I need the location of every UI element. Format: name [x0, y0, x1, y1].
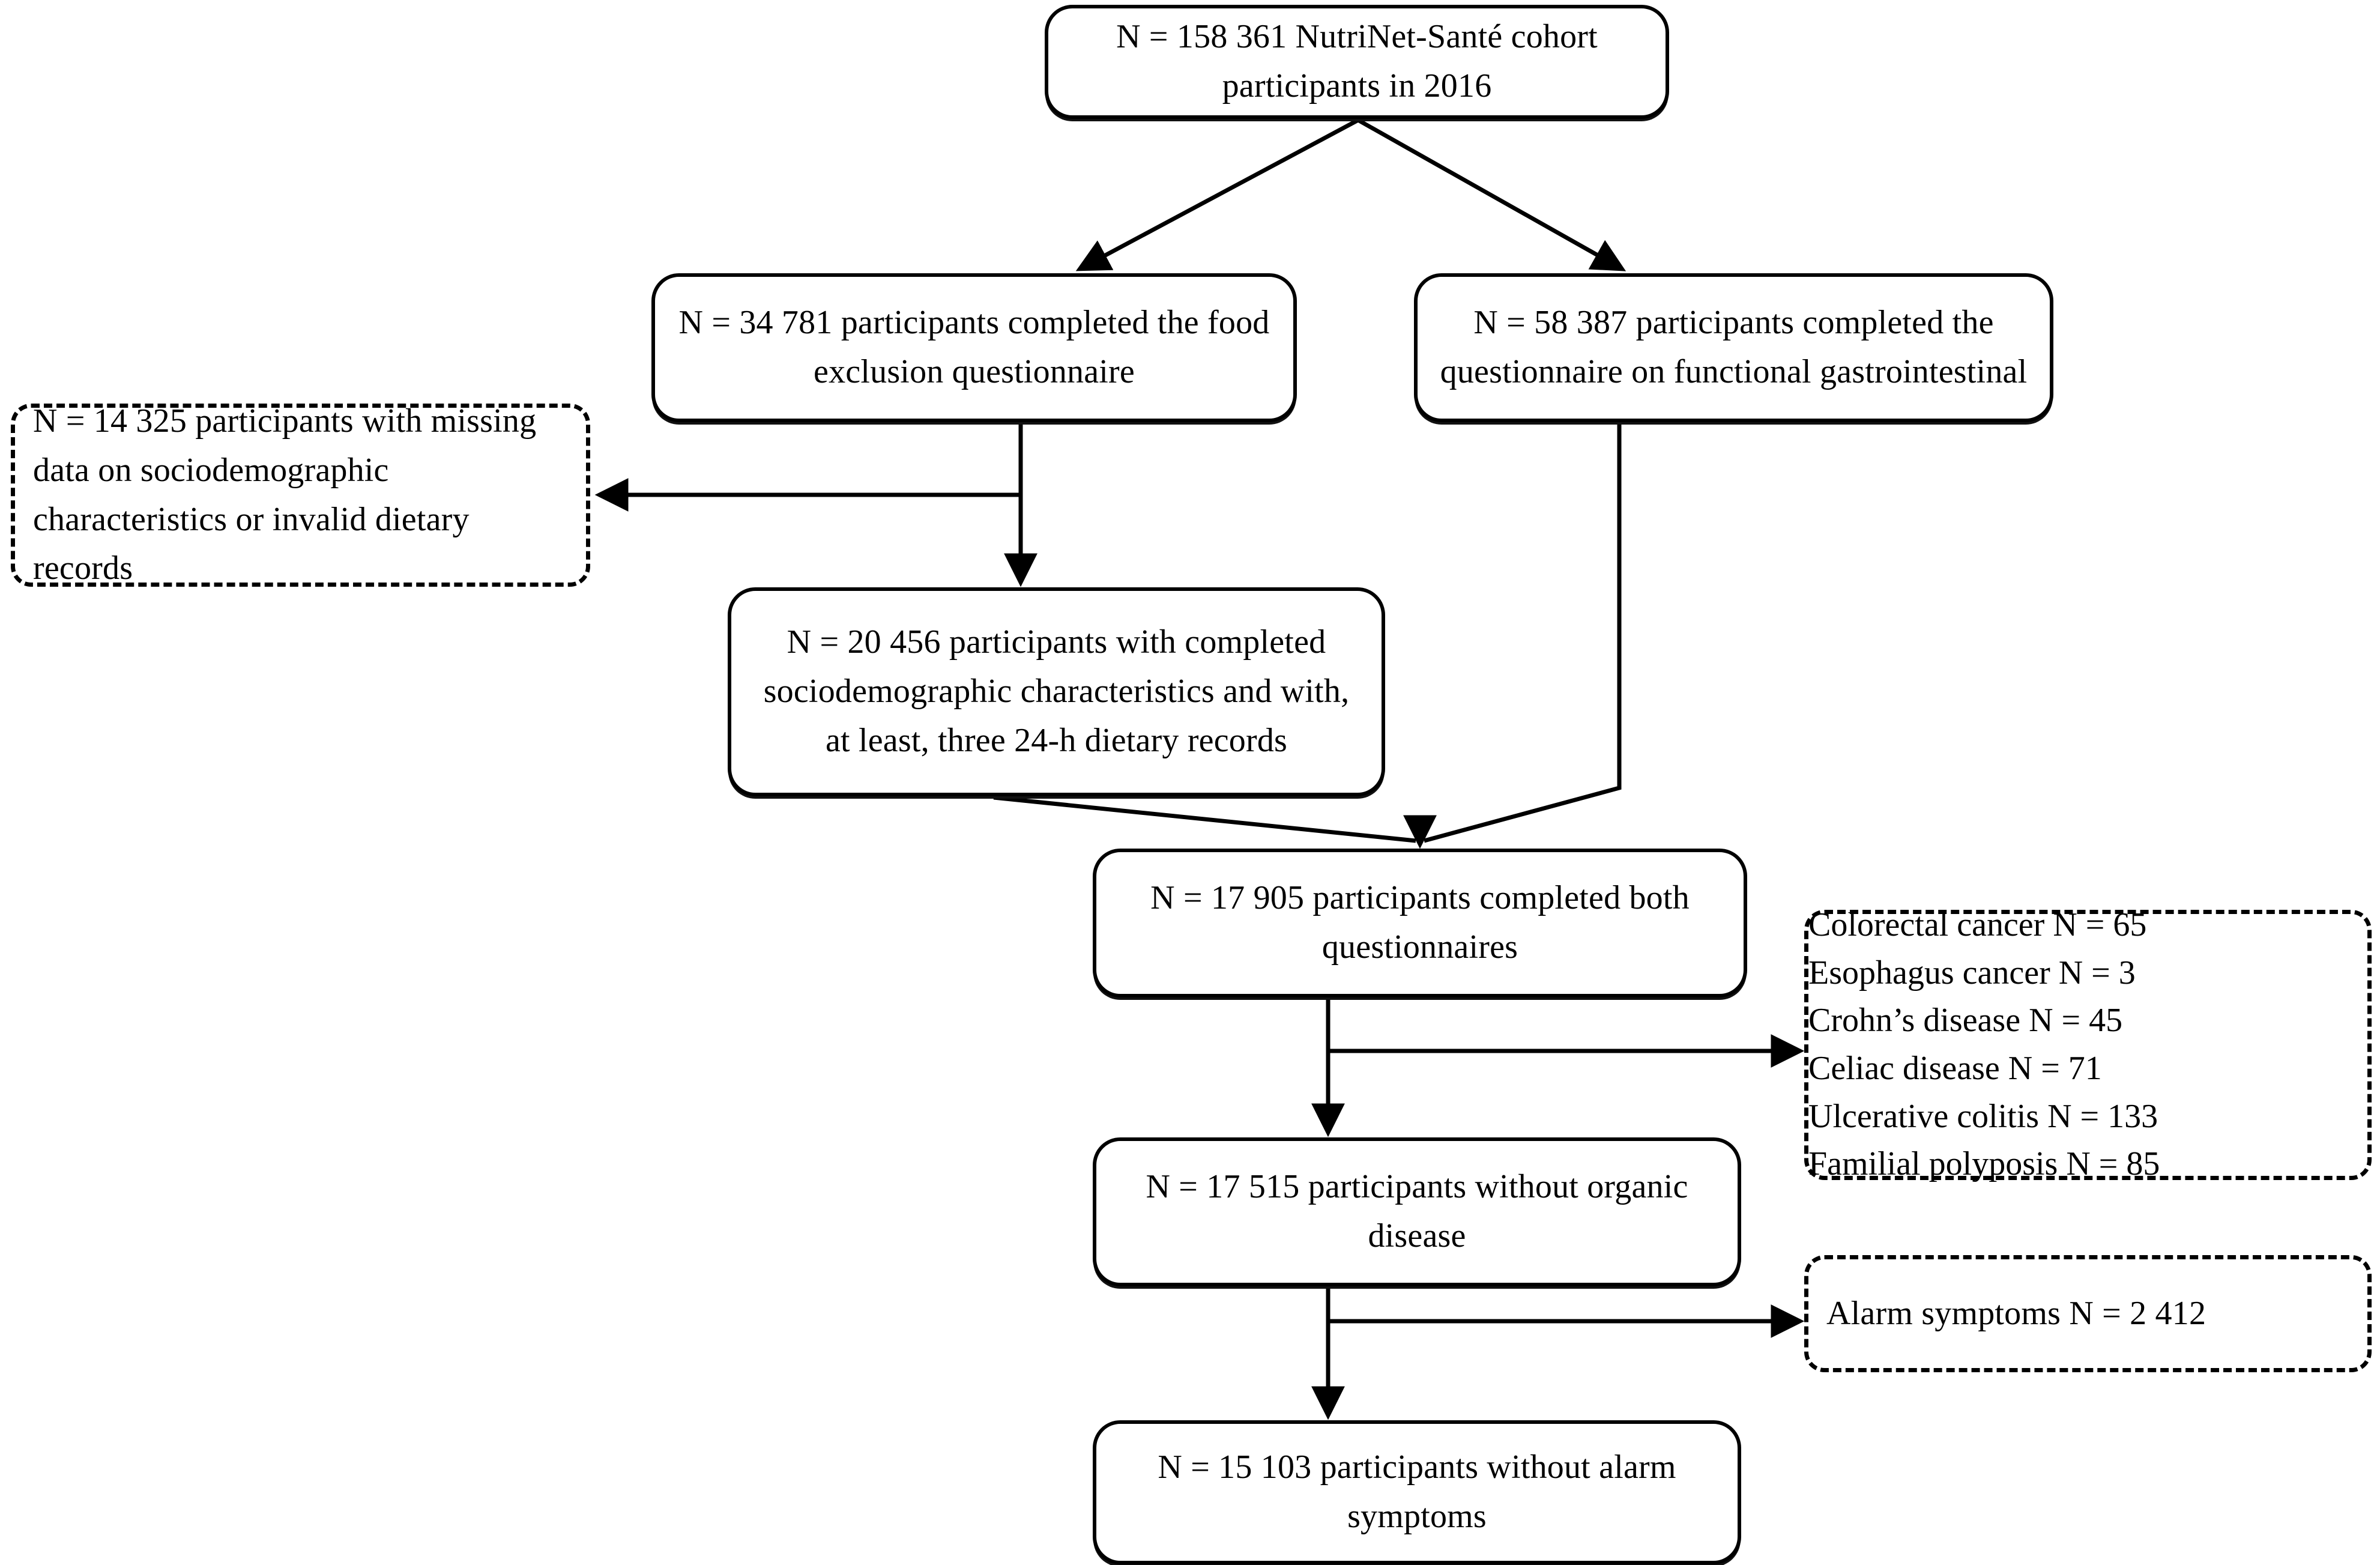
node-alarm-symptoms-text: Alarm symptoms N = 2 412	[1826, 1294, 2206, 1332]
node-without-alarm-symptoms-text: N = 15 103 participants without alarm sy…	[1158, 1448, 1676, 1535]
node-alarm-symptoms-exclusion: Alarm symptoms N = 2 412	[1804, 1255, 2372, 1372]
node-both-questionnaires-text: N = 17 905 participants completed both q…	[1150, 879, 1690, 966]
node-organic-diseases-exclusion: Colorectal cancer N = 65 Esophagus cancer…	[1804, 906, 2372, 1182]
organic-disease-item: Ulcerative colitis N = 133	[1808, 1097, 2158, 1135]
node-without-organic-disease: N = 17 515 participants without organic …	[1093, 1137, 1741, 1286]
node-food-exclusion-text: N = 34 781 participants completed the fo…	[678, 304, 1270, 390]
organic-disease-item: Familial polyposis N = 85	[1808, 1145, 2160, 1183]
node-cohort-text: N = 158 361 NutriNet-Santé cohort partic…	[1116, 18, 1598, 104]
node-gi-questionnaire-text: N = 58 387 participants completed the qu…	[1440, 304, 2028, 390]
node-missing-data-exclusion: N = 14 325 participants with missing dat…	[11, 402, 590, 587]
node-missing-data-text: N = 14 325 participants with missing dat…	[33, 402, 537, 587]
edge-sociodemographic-to-both	[993, 795, 1416, 843]
organic-disease-item: Crohn’s disease N = 45	[1808, 1002, 2123, 1040]
organic-disease-item: Celiac disease N = 71	[1808, 1050, 2102, 1087]
node-food-exclusion-questionnaire: N = 34 781 participants completed the fo…	[651, 273, 1297, 422]
organic-disease-item: Esophagus cancer N = 3	[1808, 954, 2136, 991]
edge-cohort-to-food-exclusion	[1075, 118, 1359, 271]
edge-cohort-to-gi-questionnaire	[1357, 118, 1626, 271]
node-sociodemographic-complete: N = 20 456 participants with completed s…	[728, 587, 1385, 796]
node-both-questionnaires: N = 17 905 participants completed both q…	[1093, 849, 1747, 997]
edge-gi-questionnaire-to-both	[1424, 424, 1622, 843]
node-without-organic-disease-text: N = 17 515 participants without organic …	[1146, 1168, 1688, 1255]
node-cohort-participants: N = 158 361 NutriNet-Santé cohort partic…	[1045, 5, 1669, 119]
node-gi-questionnaire: N = 58 387 participants completed the qu…	[1414, 273, 2053, 422]
node-sociodemographic-text: N = 20 456 participants with completed s…	[763, 623, 1350, 759]
organic-diseases-list: Colorectal cancer N = 65 Esophagus cancer…	[1808, 901, 2367, 1188]
organic-disease-item: Colorectal cancer N = 65	[1808, 906, 2147, 944]
node-without-alarm-symptoms: N = 15 103 participants without alarm sy…	[1093, 1420, 1741, 1564]
